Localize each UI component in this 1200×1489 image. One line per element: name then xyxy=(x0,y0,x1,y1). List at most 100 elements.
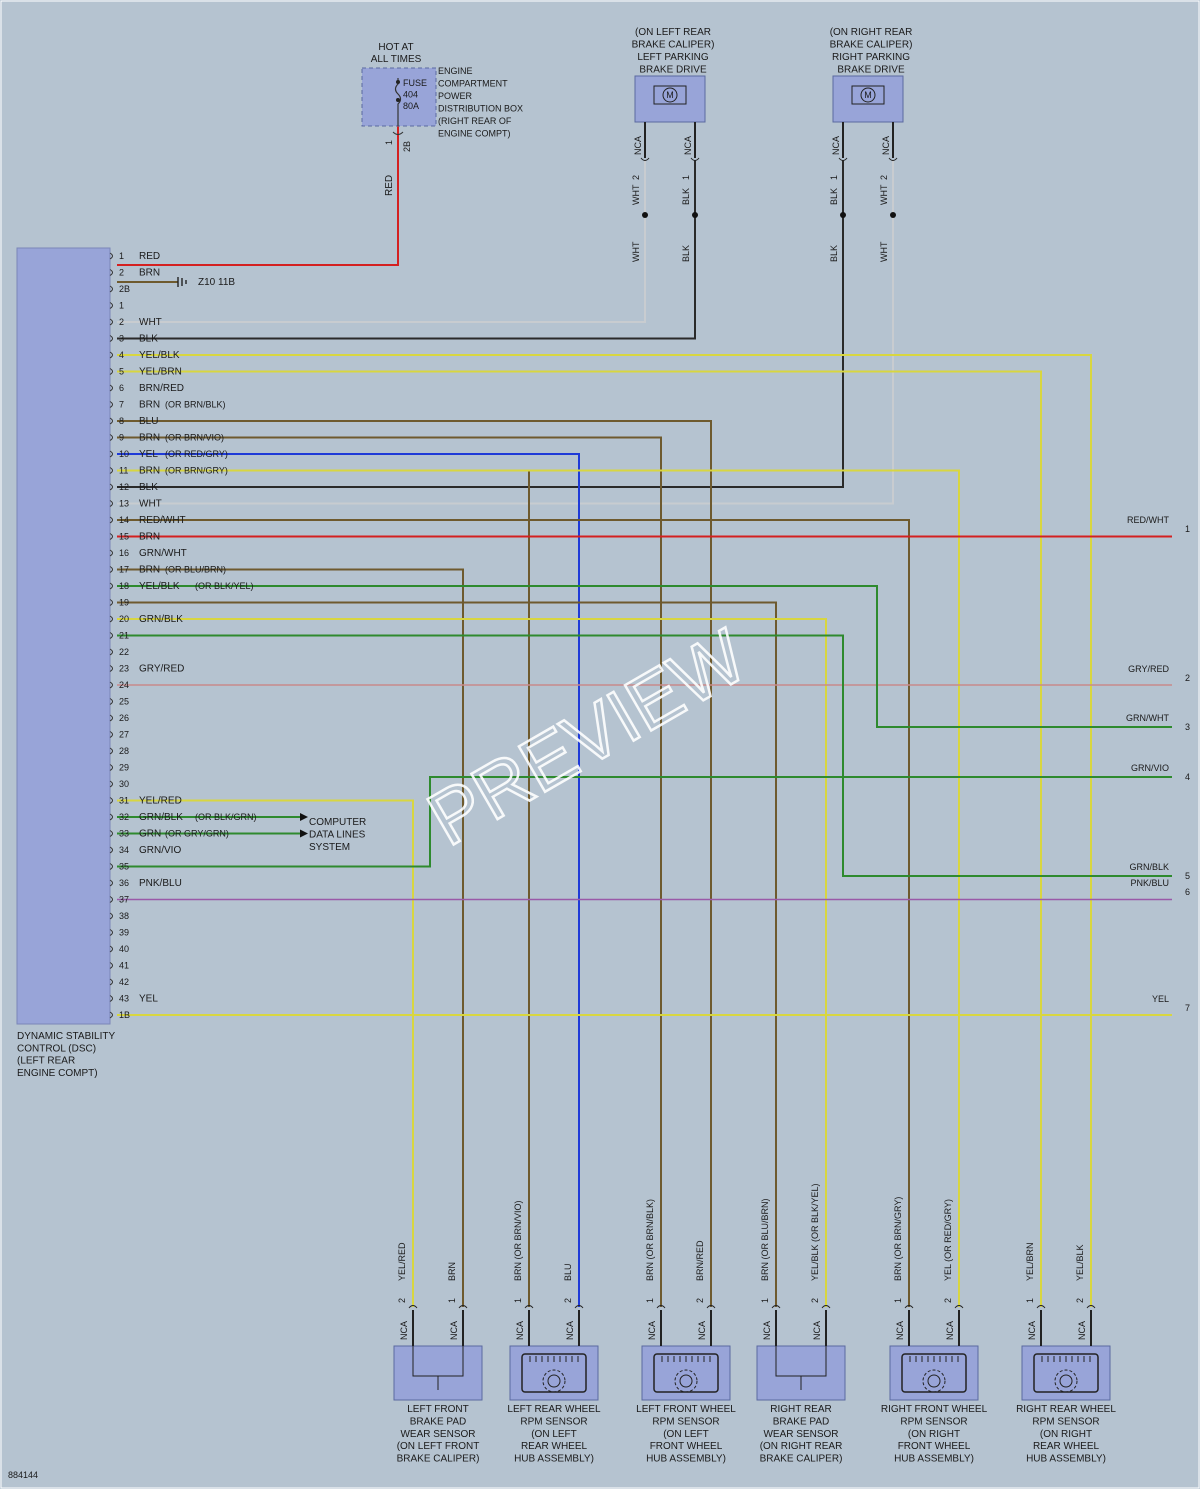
parking-brake-drive-label: BRAKE CALIPER) xyxy=(632,40,715,51)
wire-pin10-yel xyxy=(117,469,960,1307)
sensor-pin-nca: NCA xyxy=(1027,1321,1037,1340)
dsc-pin-alt-color: (OR BLK/YEL) xyxy=(195,581,254,591)
power-distribution-box-label: COMPARTMENT xyxy=(438,79,508,89)
motor-icon xyxy=(860,87,876,103)
dsc-module-label: CONTROL (DSC) xyxy=(17,1043,96,1054)
dsc-pin-alt-color: (OR GRY/GRN) xyxy=(165,829,229,839)
fuse-pin-number: 1 xyxy=(384,140,394,145)
dsc-pin-number: 17 xyxy=(119,565,129,575)
sensor-label: RPM SENSOR xyxy=(652,1416,719,1427)
output-wire-color: RED/WHT xyxy=(1127,515,1169,525)
pin-tick xyxy=(109,467,113,474)
dsc-pin-wire-color: YEL/RED xyxy=(139,796,182,807)
dsc-pin-wire-color: YEL/BLK xyxy=(139,581,180,592)
dsc-pin-number: 34 xyxy=(119,845,129,855)
pin-tick xyxy=(109,912,113,920)
sensor-pin-number: 1 xyxy=(1025,1298,1035,1303)
wire-pin5-yelbrn xyxy=(117,370,1042,1307)
sensor-label: REAR WHEEL xyxy=(521,1441,588,1452)
sensor-pin-number: 1 xyxy=(447,1298,457,1303)
dsc-pin-wire-color: GRN/WHT xyxy=(139,548,187,559)
sensor-pin-color: BRN/RED xyxy=(695,1240,705,1281)
parking-brake-drive-label: LEFT PARKING xyxy=(637,52,709,63)
pin-tick xyxy=(109,302,113,309)
sensor-connector xyxy=(1036,1305,1046,1309)
dsc-pin-wire-color: YEL xyxy=(139,994,158,1005)
dsc-pin-wire-color: RED xyxy=(139,251,160,262)
output-number: 2 xyxy=(1185,673,1190,683)
drive-wire-color: WHT xyxy=(631,241,641,262)
sensor-coil-icon xyxy=(529,1356,579,1362)
sensor-pin-number: 1 xyxy=(760,1298,770,1303)
sensor-label: HUB ASSEMBLY) xyxy=(514,1454,594,1465)
dsc-pin-wire-color: BLU xyxy=(139,416,158,427)
sensor-label: (ON RIGHT REAR xyxy=(760,1441,843,1452)
wire-pin3-blk xyxy=(117,215,696,340)
wire-pin18-yelblk xyxy=(117,618,827,1307)
dsc-pin-number: 31 xyxy=(119,796,129,806)
output-wire-color: GRN/BLK xyxy=(1129,862,1169,872)
sensor-pin-number: 2 xyxy=(397,1298,407,1303)
drive-pin-nca: NCA xyxy=(831,136,841,155)
sensor-box xyxy=(756,1345,846,1401)
sensor-box xyxy=(641,1345,731,1401)
motor-letter: M xyxy=(864,90,872,100)
power-distribution-box-label: ENGINE COMPT) xyxy=(438,129,511,139)
pin-tick xyxy=(109,417,113,425)
tone-wheel-icon xyxy=(542,1369,566,1393)
dsc-pin-number: 35 xyxy=(119,862,129,872)
dsc-pin-number: 18 xyxy=(119,581,129,591)
output-wire-color: PNK/BLU xyxy=(1130,878,1169,888)
sensor-connector xyxy=(821,1305,831,1309)
sensor-pin-nca: NCA xyxy=(945,1321,955,1340)
dsc-pin-wire-color: BLK xyxy=(139,334,158,345)
wire-pin4-yelblk xyxy=(117,354,1092,1307)
wire-pin11-brn xyxy=(117,519,910,1307)
pin-tick xyxy=(109,252,113,260)
dsc-pin-number: 4 xyxy=(119,350,124,360)
pin-tick xyxy=(109,929,113,936)
dsc-module-label: ENGINE COMPT) xyxy=(17,1068,98,1079)
dsc-pin-alt-color: (OR BRN/BLK) xyxy=(165,400,226,410)
dsc-pin-number: 42 xyxy=(119,977,129,987)
motor-symbol xyxy=(653,85,687,105)
fuse-404-label: 80A xyxy=(403,101,419,111)
tone-wheel-icon xyxy=(674,1369,698,1393)
fuse-terminal xyxy=(396,80,400,84)
pin-tick xyxy=(109,830,113,837)
pin-tick xyxy=(109,747,113,755)
sensor-label: BRAKE PAD xyxy=(773,1416,830,1427)
sensor-label: RPM SENSOR xyxy=(1032,1416,1099,1427)
dsc-pin-wire-color: GRN xyxy=(139,829,161,840)
output-wire-color: GRY/RED xyxy=(1128,664,1169,674)
sensor-label: RIGHT FRONT WHEEL xyxy=(881,1404,988,1415)
splice-dot xyxy=(840,212,846,218)
pin-tick xyxy=(109,714,113,722)
dsc-pin-number: 37 xyxy=(119,895,129,905)
wire-pin12-blk xyxy=(117,215,844,488)
sensor-label: BRAKE CALIPER) xyxy=(397,1454,480,1465)
pin-tick xyxy=(109,648,113,656)
wire-pin8-blu xyxy=(117,453,580,1307)
drive-connector xyxy=(640,157,650,161)
dsc-pin-number: 22 xyxy=(119,647,129,657)
dsc-pin-alt-color: (OR BLU/BRN) xyxy=(165,565,226,575)
dsc-pin-number: 27 xyxy=(119,730,129,740)
hot-at-all-times-label: ALL TIMES xyxy=(371,54,422,65)
pin-tick xyxy=(109,285,113,293)
drive-connector xyxy=(838,157,848,161)
sensor-pin-color: BRN (OR BLU/BRN) xyxy=(760,1198,770,1281)
drive-wire-color: BLK xyxy=(681,245,691,262)
dsc-pin-wire-color: WHT xyxy=(139,317,162,328)
sensor-pin-color: YEL/BLK xyxy=(1075,1244,1085,1281)
drive-pin-number: 2 xyxy=(879,175,889,180)
sensor-pin-color: YEL/BLK (OR BLK/YEL) xyxy=(810,1183,820,1281)
pin-tick xyxy=(109,797,113,804)
sensor-pin-nca: NCA xyxy=(515,1321,525,1340)
dsc-pin-number: 16 xyxy=(119,548,129,558)
output-number: 5 xyxy=(1185,871,1190,881)
sensor-pin-nca: NCA xyxy=(565,1321,575,1340)
sensor-box xyxy=(1021,1345,1111,1401)
